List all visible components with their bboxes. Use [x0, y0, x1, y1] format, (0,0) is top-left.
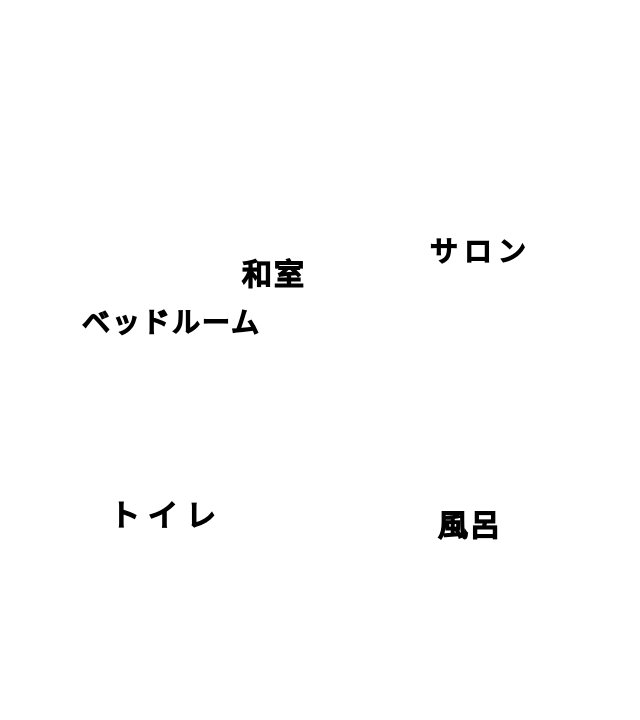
- location-washitsu[interactable]: 和室: [242, 258, 306, 293]
- location-bath[interactable]: 風呂: [438, 509, 502, 544]
- location-salon[interactable]: サロン: [429, 235, 533, 268]
- location-toilet[interactable]: トイレ: [110, 499, 224, 534]
- location-bedroom[interactable]: ベッドルーム: [81, 306, 262, 339]
